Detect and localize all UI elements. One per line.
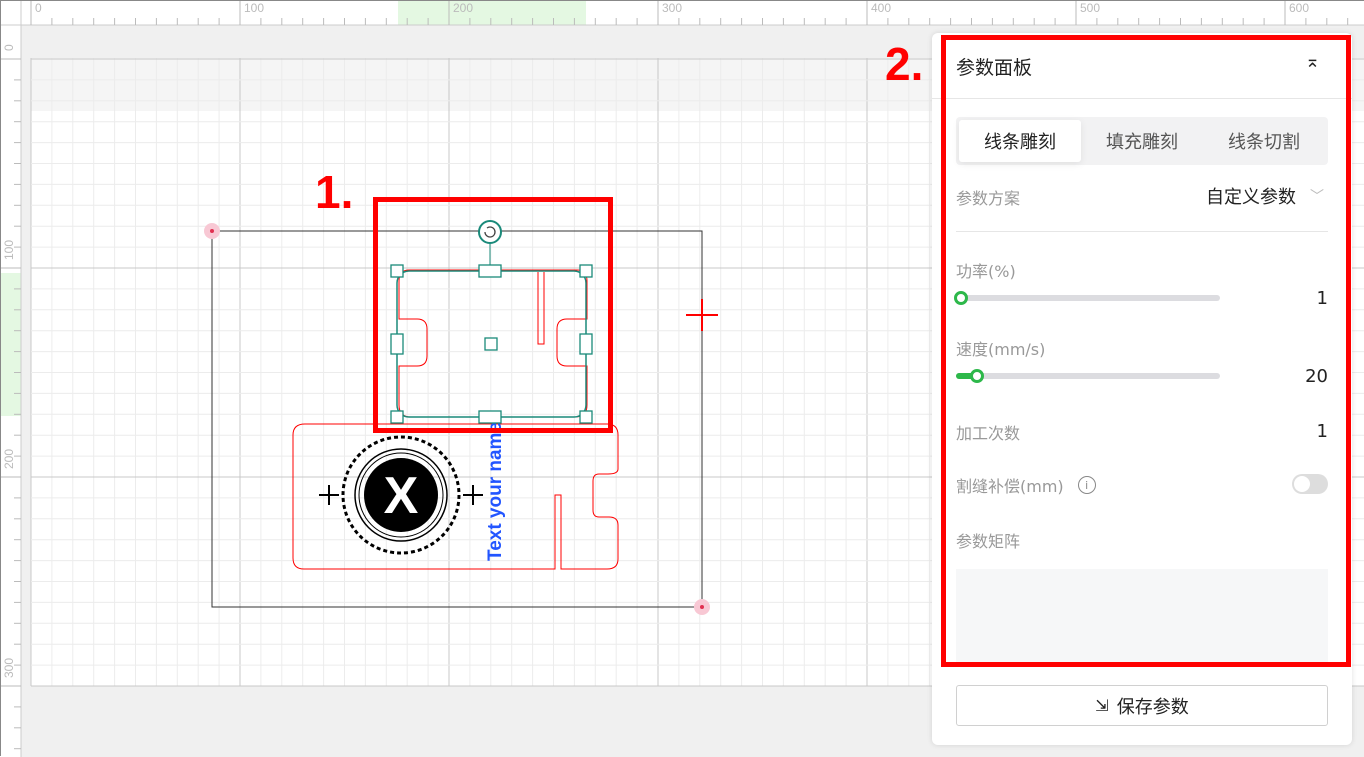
- parameter-matrix-area[interactable]: [956, 569, 1328, 665]
- ruler-label: 0: [2, 44, 16, 51]
- matrix-label: 参数矩阵: [956, 532, 1021, 551]
- slider-handle[interactable]: [954, 291, 968, 305]
- cut-part-bottom: [292, 423, 619, 570]
- power-slider[interactable]: [954, 291, 1220, 305]
- slider-handle[interactable]: [970, 369, 984, 383]
- resize-handle: [579, 333, 593, 355]
- passes-value[interactable]: 1: [1316, 421, 1328, 442]
- tab-line-cut[interactable]: 线条切割: [1228, 132, 1300, 153]
- ruler-selection-highlight: [1, 273, 21, 416]
- kerf-label: 割缝补偿(mm): [956, 477, 1064, 496]
- rotate-handle: [478, 220, 502, 244]
- speed-label: 速度(mm/s): [956, 340, 1046, 359]
- ruler-label: 0: [35, 1, 42, 15]
- speed-slider[interactable]: [956, 369, 1220, 383]
- resize-handle: [390, 410, 404, 424]
- slot: [537, 272, 545, 345]
- ornament-ring: [354, 448, 448, 542]
- ornament-frame: [341, 435, 461, 555]
- rotate-icon: [484, 226, 496, 238]
- engrave-text: Text your name: [485, 422, 506, 561]
- ruler-label: 200: [453, 1, 473, 15]
- panel-title: 参数面板: [956, 57, 1033, 79]
- speed-value[interactable]: 20: [1305, 366, 1328, 387]
- material-bounds: [211, 230, 703, 608]
- ruler-label: 100: [244, 1, 264, 15]
- resize-handle: [478, 264, 502, 278]
- annotation-label-2: 2.: [885, 38, 924, 90]
- ruler-label: 600: [1289, 1, 1309, 15]
- ornament-ring: [358, 452, 444, 538]
- ruler-label: 100: [2, 240, 16, 260]
- ruler-label: 300: [2, 658, 16, 678]
- annotation-label-1: 1.: [315, 166, 354, 218]
- resize-handle: [484, 337, 498, 351]
- kerf-toggle[interactable]: [1292, 474, 1328, 494]
- tab-line-engrave[interactable]: 线条雕刻: [959, 120, 1081, 162]
- power-value[interactable]: 1: [1316, 288, 1328, 309]
- preset-select[interactable]: 自定义参数 ﹀: [1206, 183, 1324, 209]
- kerf-row: 割缝补偿(mm) i: [956, 473, 1328, 497]
- logo-disc: [364, 458, 438, 532]
- save-icon: ⇲: [1095, 696, 1109, 715]
- save-label: 保存参数: [1116, 696, 1189, 718]
- ruler-label: 300: [662, 1, 682, 15]
- resize-handle: [390, 333, 404, 355]
- logo-letter: X: [384, 467, 419, 525]
- mode-tabs: 线条雕刻 填充雕刻 线条切割: [956, 117, 1328, 165]
- resize-handle: [579, 264, 593, 278]
- double-chevron-up-icon[interactable]: ⌅: [1304, 51, 1320, 72]
- resize-handle: [579, 410, 593, 424]
- preset-value: 自定义参数: [1206, 187, 1296, 208]
- ruler-selection-highlight: [398, 1, 586, 25]
- preset-label: 参数方案: [956, 189, 1021, 208]
- tab-fill-engrave[interactable]: 填充雕刻: [1106, 132, 1178, 153]
- passes-label: 加工次数: [956, 424, 1021, 443]
- resize-handle: [390, 264, 404, 278]
- info-icon[interactable]: i: [1077, 476, 1096, 494]
- power-label: 功率(%): [956, 262, 1016, 281]
- resize-handle: [478, 410, 502, 424]
- divider: [932, 98, 1352, 99]
- parameter-panel: 参数面板 ⌅ 线条雕刻 填充雕刻 线条切割 参数方案 自定义参数 ﹀ 功率(%)…: [932, 33, 1352, 745]
- corner-marker: [210, 229, 214, 233]
- save-params-button[interactable]: ⇲ 保存参数: [956, 685, 1328, 726]
- ruler-label: 400: [871, 1, 891, 15]
- top-ruler: [1, 1, 1364, 25]
- divider: [956, 231, 1328, 232]
- preset-row: 参数方案: [956, 185, 1328, 209]
- crosshair-icon: [686, 299, 718, 331]
- ruler-label: 500: [1080, 1, 1100, 15]
- corner-marker: [700, 605, 704, 609]
- ruler-label: 200: [2, 449, 16, 469]
- chevron-down-icon: ﹀: [1310, 189, 1324, 205]
- ornament-flourish: [319, 485, 483, 505]
